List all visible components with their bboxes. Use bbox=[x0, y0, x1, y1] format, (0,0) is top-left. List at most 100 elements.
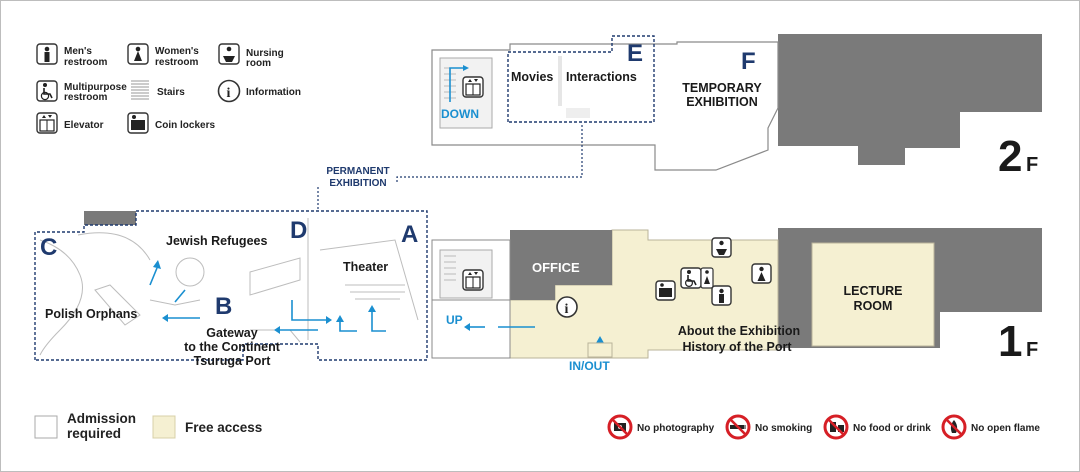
zone-f-label: F bbox=[741, 48, 756, 75]
svg-text:TEMPORARY: TEMPORARY bbox=[682, 81, 762, 95]
legend-stairs: Stairs bbox=[131, 80, 185, 100]
svg-text:Gateway: Gateway bbox=[206, 326, 257, 340]
theater-label: Theater bbox=[343, 260, 388, 274]
lecture-room-line1: LECTURE bbox=[843, 284, 902, 298]
rule-no-open-flame: No open flame bbox=[941, 414, 1040, 440]
temporary-exhibition-line2: EXHIBITION bbox=[686, 95, 758, 109]
no-smoking-icon bbox=[725, 414, 751, 440]
about-exhibition-line1: About the Exhibition bbox=[678, 324, 800, 338]
svg-text:Admission: Admission bbox=[67, 411, 136, 426]
legend-coin-lockers: Coin lockers bbox=[127, 112, 215, 134]
temporary-exhibition-line1: TEMPORARY bbox=[682, 81, 762, 95]
gateway-line1: Gateway bbox=[206, 326, 257, 340]
first-floor-plan: LECTURE ROOM OFFICE bbox=[34, 210, 1042, 373]
no-food-or-drink-label: No food or drink bbox=[853, 423, 931, 434]
lecture-room-line2: ROOM bbox=[854, 299, 893, 313]
floor-1-suffix: F bbox=[1026, 339, 1038, 361]
movies-label: Movies bbox=[511, 70, 553, 84]
svg-text:Women's: Women's bbox=[155, 46, 199, 57]
legend-mens-restroom: Men's restroom bbox=[36, 43, 107, 68]
f2-display bbox=[566, 108, 590, 118]
legend-stairs-label: Stairs bbox=[157, 87, 185, 98]
f1-multipurpose bbox=[680, 267, 714, 289]
wheelchair-icon bbox=[36, 80, 58, 102]
in-out-label: IN/OUT bbox=[569, 359, 610, 373]
legend-mens-line2: restroom bbox=[64, 57, 107, 68]
f1-route-arrows bbox=[149, 267, 535, 332]
f1-mens-restroom bbox=[711, 285, 732, 306]
permanent-exhibition-boundary bbox=[34, 210, 428, 361]
jewish-refugees-label: Jewish Refugees bbox=[166, 234, 267, 248]
legend-nursing-room: Nursing room bbox=[218, 43, 284, 69]
rule-no-photography: No photography bbox=[607, 414, 715, 440]
f2-service-block bbox=[778, 34, 1042, 165]
svg-text:Tsuruga Port: Tsuruga Port bbox=[194, 354, 272, 368]
legend-mens-line1: Men's bbox=[64, 46, 92, 57]
rule-no-smoking: No smoking bbox=[725, 414, 812, 440]
down-label: DOWN bbox=[441, 107, 479, 121]
office-block bbox=[510, 230, 612, 300]
f2-partition bbox=[558, 56, 562, 106]
floor-2-number: 2 bbox=[998, 132, 1022, 181]
no-photography-icon bbox=[607, 414, 633, 440]
svg-text:EXHIBITION: EXHIBITION bbox=[686, 95, 758, 109]
admission-required-line1: Admission bbox=[67, 411, 136, 426]
zone-b-label: B bbox=[215, 293, 232, 320]
interactions-label: Interactions bbox=[566, 70, 637, 84]
legend-elevator: Elevator bbox=[36, 112, 104, 134]
svg-text:room: room bbox=[246, 58, 271, 69]
admission-required-swatch bbox=[34, 415, 58, 439]
no-photography-label: No photography bbox=[637, 423, 715, 434]
svg-text:restroom: restroom bbox=[64, 57, 107, 68]
facility-legend: Men's restroom Women's restroom Nursing … bbox=[36, 43, 301, 134]
svg-text:restroom: restroom bbox=[64, 92, 107, 103]
no-open-flame-icon bbox=[941, 414, 967, 440]
legend-nursing-line1: Nursing bbox=[246, 48, 284, 59]
no-smoking-label: No smoking bbox=[755, 423, 812, 434]
gateway-line2: to the Continent bbox=[184, 340, 281, 354]
second-floor-plan: DOWN E Movies Interactions F TEMPORARY E… bbox=[431, 34, 1042, 181]
floor-2-suffix: F bbox=[1026, 154, 1038, 176]
svg-text:ROOM: ROOM bbox=[854, 299, 893, 313]
no-food-or-drink-icon bbox=[823, 414, 849, 440]
zone-e-label: E bbox=[627, 40, 643, 67]
legend-information: i Information bbox=[217, 79, 301, 103]
svg-text:Multipurpose: Multipurpose bbox=[64, 82, 127, 93]
entrance-door bbox=[587, 342, 613, 358]
legend-coin-lockers-label: Coin lockers bbox=[155, 120, 215, 131]
svg-text:to the Continent: to the Continent bbox=[184, 340, 281, 354]
lecture-room bbox=[811, 242, 935, 347]
permanent-exhibition-connector bbox=[396, 125, 583, 182]
zone-c-label: C bbox=[40, 234, 57, 261]
svg-text:History of the Port: History of the Port bbox=[682, 340, 792, 354]
zone-d-label: D bbox=[290, 217, 307, 244]
free-access-swatch bbox=[152, 415, 176, 439]
access-legend: Admission required Free access bbox=[34, 411, 262, 441]
prohibition-rules: No photography No smoking No food or dri… bbox=[607, 414, 1040, 440]
svg-text:Men's: Men's bbox=[64, 46, 92, 57]
up-label: UP bbox=[446, 313, 463, 327]
legend-information-label: Information bbox=[246, 87, 301, 98]
f1-womens-restroom bbox=[751, 263, 772, 284]
f1-information: i bbox=[556, 296, 578, 318]
permanent-exhibition-line2: EXHIBITION bbox=[329, 178, 386, 189]
free-access-label: Free access bbox=[185, 420, 262, 435]
legend-womens-restroom: Women's restroom bbox=[127, 43, 199, 68]
legend-nursing-line2: room bbox=[246, 58, 271, 69]
legend-elevator-label: Elevator bbox=[64, 120, 104, 131]
polish-orphans-label: Polish Orphans bbox=[45, 307, 137, 321]
permanent-exhibition-line1: PERMANENT bbox=[326, 166, 389, 177]
f1-left-wall-block bbox=[84, 211, 136, 225]
rule-no-food-or-drink: No food or drink bbox=[823, 414, 931, 440]
svg-text:LECTURE: LECTURE bbox=[843, 284, 902, 298]
admission-required-line2: required bbox=[67, 426, 121, 441]
f1-information-icon bbox=[556, 296, 578, 318]
f2-outline bbox=[431, 41, 779, 171]
svg-text:EXHIBITION: EXHIBITION bbox=[329, 178, 386, 189]
nursing-room-icon bbox=[218, 43, 240, 65]
legend-womens-line1: Women's bbox=[155, 46, 199, 57]
about-exhibition-line2: History of the Port bbox=[682, 340, 792, 354]
f1-nursing-icon bbox=[711, 237, 732, 258]
